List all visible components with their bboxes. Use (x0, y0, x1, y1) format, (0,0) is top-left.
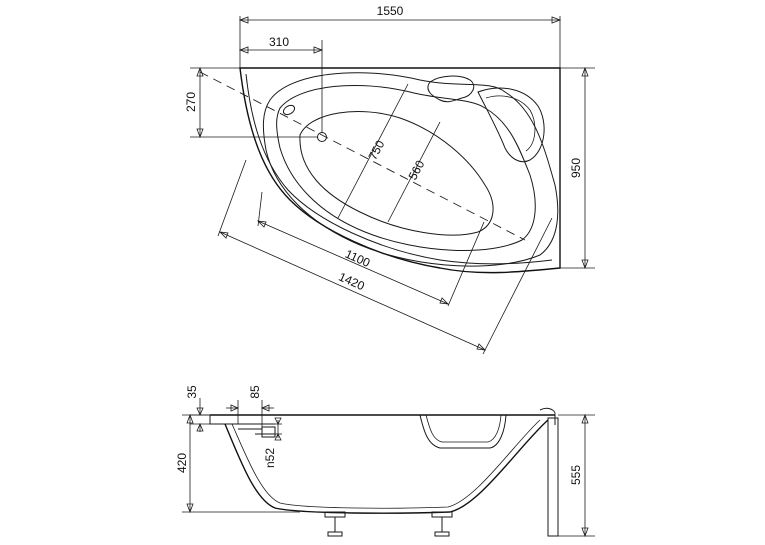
rim-edge-left (209, 415, 238, 425)
dim-label-total-height: 555 (569, 465, 583, 485)
dim-total-depth: 950 (560, 66, 595, 270)
dim-label-drain-depth: 270 (184, 92, 198, 112)
side-view: 35 85 n52 420 (175, 385, 595, 538)
overflow-icon (282, 104, 296, 116)
dim-label-total-width: 1550 (377, 4, 404, 18)
dim-rim-thickness: 35 (185, 385, 210, 432)
dim-outer-length: 1420 (217, 159, 553, 355)
dim-total-height: 555 (558, 413, 595, 538)
basin-outer (262, 72, 559, 267)
dim-drain-spacing: 85 (226, 385, 274, 427)
dim-tub-height: 420 (175, 413, 300, 514)
side-headrest (419, 414, 507, 449)
basin-inner (276, 84, 536, 251)
dim-label-drain-pipe: n52 (263, 448, 277, 468)
dim-label-total-depth: 950 (569, 158, 583, 178)
tub-body-inner (231, 419, 541, 509)
dim-drain-depth: 270 (184, 66, 318, 139)
drain-hardware (238, 423, 276, 438)
dim-label-outer-length: 1420 (337, 270, 367, 294)
tub-outline (239, 67, 561, 274)
dim-total-width: 1550 (238, 4, 562, 68)
dim-label-drain-spacing: 85 (248, 385, 262, 399)
dim-label-tub-height: 420 (175, 453, 189, 473)
center-axis (199, 71, 526, 241)
dim-drain-pipe: n52 (263, 417, 282, 468)
dim-inner-width: 750 (337, 83, 409, 219)
dim-label-rim-thickness: 35 (185, 385, 199, 399)
headrest (427, 75, 475, 103)
tub-body (224, 419, 549, 514)
top-view: 1550 310 270 950 (184, 4, 595, 355)
dim-label-inner-narrow: 560 (406, 158, 428, 183)
foot-left (324, 511, 346, 537)
dim-label-drain-offset: 310 (269, 35, 289, 49)
dim-drain-offset: 310 (238, 35, 324, 132)
bath-well (299, 111, 494, 236)
dim-inner-narrow: 560 (387, 121, 441, 223)
armrest-inner (485, 95, 536, 152)
armrest (477, 87, 545, 163)
foot-right (431, 511, 453, 537)
rim-edge-right (539, 407, 556, 425)
front-panel (547, 417, 559, 537)
dim-label-inner-length: 1100 (343, 247, 373, 270)
rim-inner-line (245, 73, 553, 265)
side-headrest-inner (425, 414, 502, 443)
